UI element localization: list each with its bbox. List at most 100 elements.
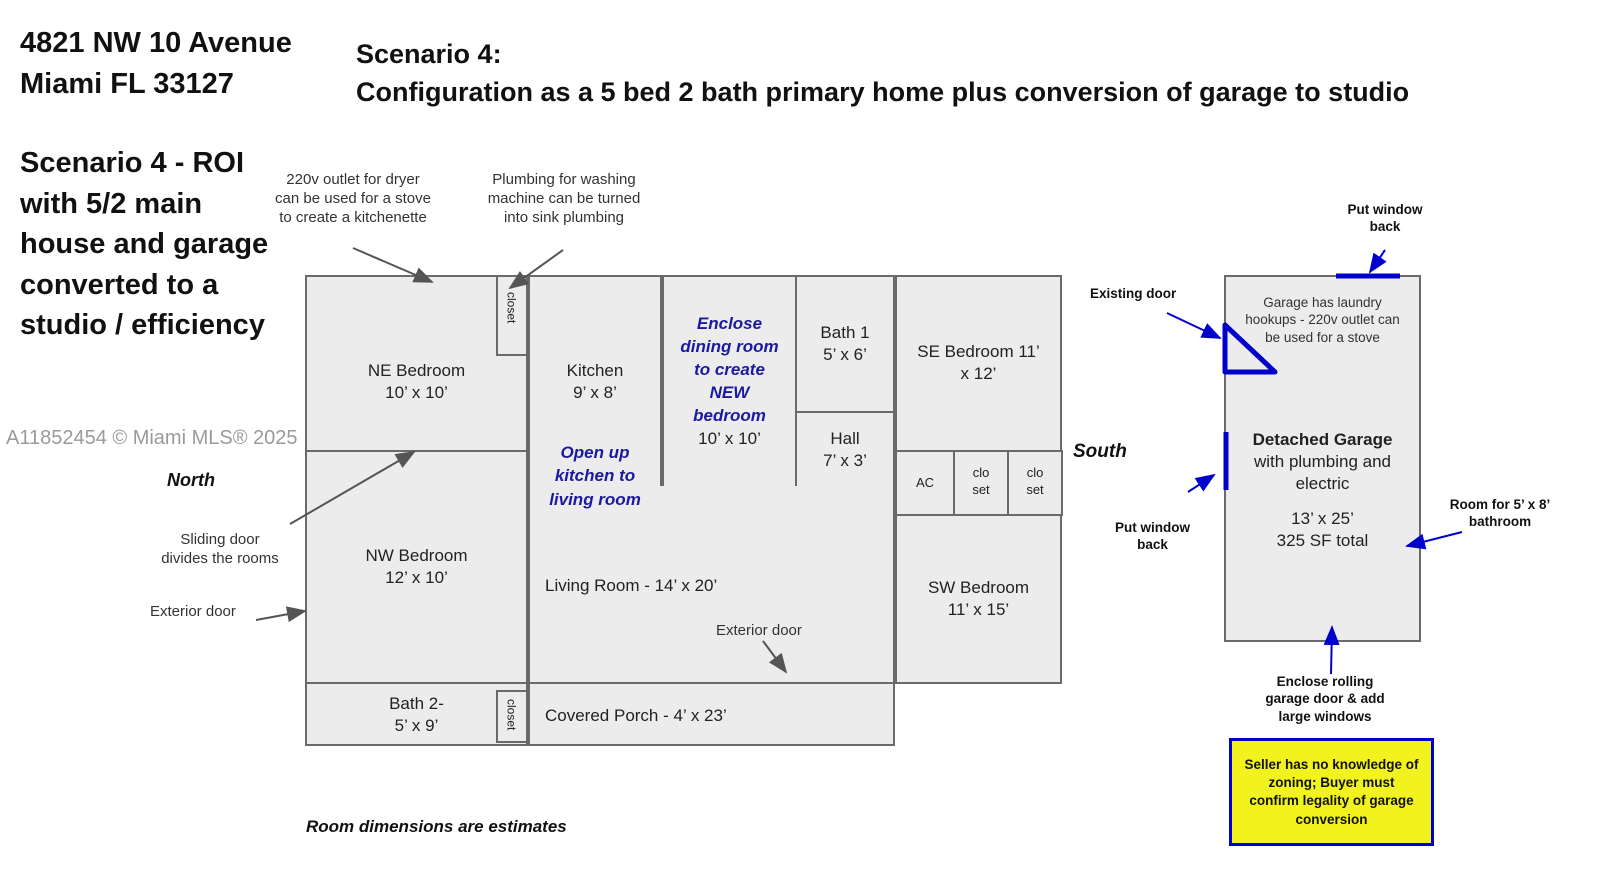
- outlet-note: 220v outlet for dryer can be used for a s…: [253, 170, 453, 228]
- room-name: Bath 1: [820, 323, 870, 342]
- note-line: bathroom: [1468, 514, 1532, 530]
- living-room: [528, 486, 895, 684]
- kitchen: [528, 275, 662, 488]
- exterior-door-note: Exterior door: [150, 603, 236, 620]
- detached-garage: [1224, 275, 1421, 642]
- laundry-note: Garage has laundry hookups - 220v outlet …: [1224, 294, 1421, 346]
- note-line: kitchen to: [554, 466, 636, 486]
- se-bedroom-label: SE Bedroom 11’ x 12’: [895, 341, 1062, 385]
- ac-room: [895, 450, 955, 516]
- note-line: back: [1137, 537, 1168, 553]
- room-name: Bath 2-: [389, 694, 444, 713]
- room-name: SE Bedroom 11’: [917, 342, 1040, 361]
- note-line: Room for 5’ x 8’: [1449, 497, 1551, 512]
- note-line: large windows: [1278, 708, 1372, 724]
- note-line: Garage has laundry: [1263, 295, 1382, 310]
- existing-door-note: Existing door: [1090, 286, 1177, 301]
- roi-line: converted to a: [20, 268, 219, 301]
- closet-line: clo: [1026, 465, 1044, 480]
- room-dims: 5’ x 9’: [394, 715, 439, 735]
- roi-line: with 5/2 main: [20, 187, 203, 220]
- window-side-note: Put window back: [1100, 519, 1205, 554]
- closet-line: set: [1026, 481, 1044, 497]
- garage-title: Detached Garage: [1252, 430, 1393, 449]
- scenario-line2: Configuration as a 5 bed 2 bath primary …: [356, 76, 1410, 107]
- room-name: NW Bedroom: [365, 546, 468, 565]
- note-line: 220v outlet for dryer: [286, 171, 420, 188]
- note-line: to create: [694, 359, 765, 379]
- garage-sub: electric: [1295, 473, 1350, 493]
- bath-2-label: Bath 2- 5’ x 9’: [305, 693, 528, 737]
- room-dims: 12’ x 10’: [385, 567, 448, 587]
- scenario-line1: Scenario 4:: [356, 39, 502, 69]
- address-line2: Miami FL 33127: [20, 67, 234, 100]
- address-line1: 4821 NW 10 Avenue: [20, 27, 292, 59]
- window-top-note: Put window back: [1325, 201, 1445, 236]
- living-room-label: Living Room - 14’ x 20’: [545, 576, 718, 595]
- note-line: into sink plumbing: [503, 209, 625, 227]
- note-line: bedroom: [693, 405, 766, 425]
- nw-bedroom-label: NW Bedroom 12’ x 10’: [305, 545, 528, 589]
- estimates-note: Room dimensions are estimates: [306, 817, 567, 836]
- note-line: confirm legality of garage: [1249, 793, 1414, 809]
- ac-label: AC: [915, 475, 935, 490]
- note-line: be used for a stove: [1265, 329, 1380, 345]
- closet-label: closet: [504, 291, 519, 324]
- note-line: Sliding door: [180, 531, 260, 548]
- roi-line: Scenario 4 - ROI: [20, 147, 245, 179]
- note-line: to create a kitchenette: [279, 209, 427, 227]
- note-line: NEW: [709, 382, 750, 402]
- note-line: hookups - 220v outlet can: [1245, 312, 1400, 328]
- note-line: Enclose rolling: [1276, 674, 1374, 689]
- closet-2: [1007, 450, 1063, 516]
- bath-2: [305, 682, 528, 746]
- roi-line: studio / efficiency: [20, 309, 265, 342]
- garage-sub: with plumbing and: [1253, 451, 1392, 471]
- disclaimer-box: [1229, 738, 1434, 846]
- sw-bedroom: [895, 514, 1062, 684]
- exterior-door-note: Exterior door: [716, 622, 802, 639]
- note-line: Put window: [1347, 202, 1423, 217]
- closet-line: set: [972, 481, 990, 497]
- closet-bath2: [496, 690, 528, 743]
- roi-line: house and garage: [20, 228, 269, 261]
- scenario-title: Scenario 4: Configuration as a 5 bed 2 ba…: [356, 36, 1409, 112]
- se-bedroom: [895, 275, 1062, 452]
- room-name: Kitchen: [566, 361, 624, 380]
- note-line: Put window: [1115, 520, 1190, 535]
- room-dims: x 12’: [960, 363, 997, 383]
- note-line: machine can be turned: [487, 190, 641, 208]
- room-dims: 11’ x 15’: [947, 599, 1010, 619]
- note-line: Plumbing for washing: [492, 171, 636, 188]
- note-line: dining room: [680, 336, 779, 356]
- north-label: North: [167, 470, 215, 490]
- roi-heading: Scenario 4 - ROI with 5/2 main house and g…: [20, 143, 268, 346]
- watermark: A11852454 © Miami MLS® 2025: [6, 427, 298, 449]
- note-line: divides the rooms: [161, 550, 279, 568]
- nw-bedroom: [305, 450, 528, 684]
- note-line: Open up: [560, 443, 630, 462]
- note-line: garage door & add: [1265, 691, 1385, 707]
- bathroom-note: Room for 5’ x 8’ bathroom: [1440, 496, 1560, 531]
- closet-line: clo: [972, 465, 990, 480]
- note-line: back: [1369, 219, 1401, 235]
- room-dims: 10’ x 10’: [698, 428, 761, 448]
- porch-label: Covered Porch - 4’ x 23’: [545, 706, 727, 725]
- garage-area: 325 SF total: [1276, 531, 1369, 550]
- note-line: can be used for a stove: [275, 190, 431, 208]
- room-name: Hall: [830, 429, 860, 448]
